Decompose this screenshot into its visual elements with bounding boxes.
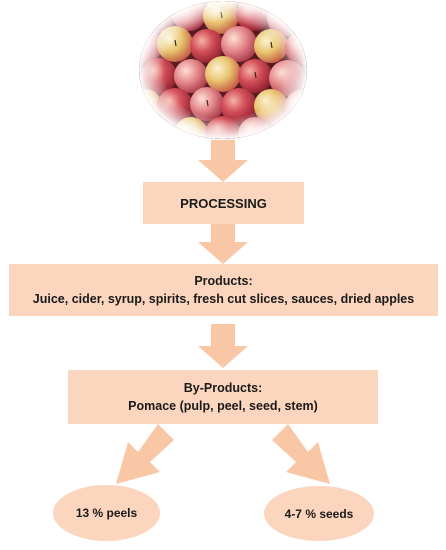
peels-label: 13 % peels <box>75 506 138 520</box>
byproducts-box: By-Products: Pomace (pulp, peel, seed, s… <box>68 370 378 424</box>
peels-ellipse: 13 % peels <box>53 485 160 541</box>
products-items: Juice, cider, syrup, spirits, fresh cut … <box>32 292 415 306</box>
seeds-ellipse: 4-7 % seeds <box>264 486 374 541</box>
apples-photo <box>139 1 307 139</box>
diagonal-arrow-right-icon <box>272 424 330 484</box>
diagonal-arrow-left-icon <box>116 424 174 484</box>
down-arrow-icon <box>198 324 248 368</box>
byproducts-title: By-Products: <box>183 381 263 395</box>
byproducts-items: Pomace (pulp, peel, seed, stem) <box>128 399 318 413</box>
down-arrow-icon <box>198 140 248 182</box>
down-arrow-icon <box>198 224 248 264</box>
products-box: Products: Juice, cider, syrup, spirits, … <box>9 264 438 316</box>
products-title: Products: <box>194 274 253 288</box>
seeds-label: 4-7 % seeds <box>284 506 354 521</box>
processing-label: PROCESSING <box>180 195 267 211</box>
processing-box: PROCESSING <box>143 182 304 224</box>
